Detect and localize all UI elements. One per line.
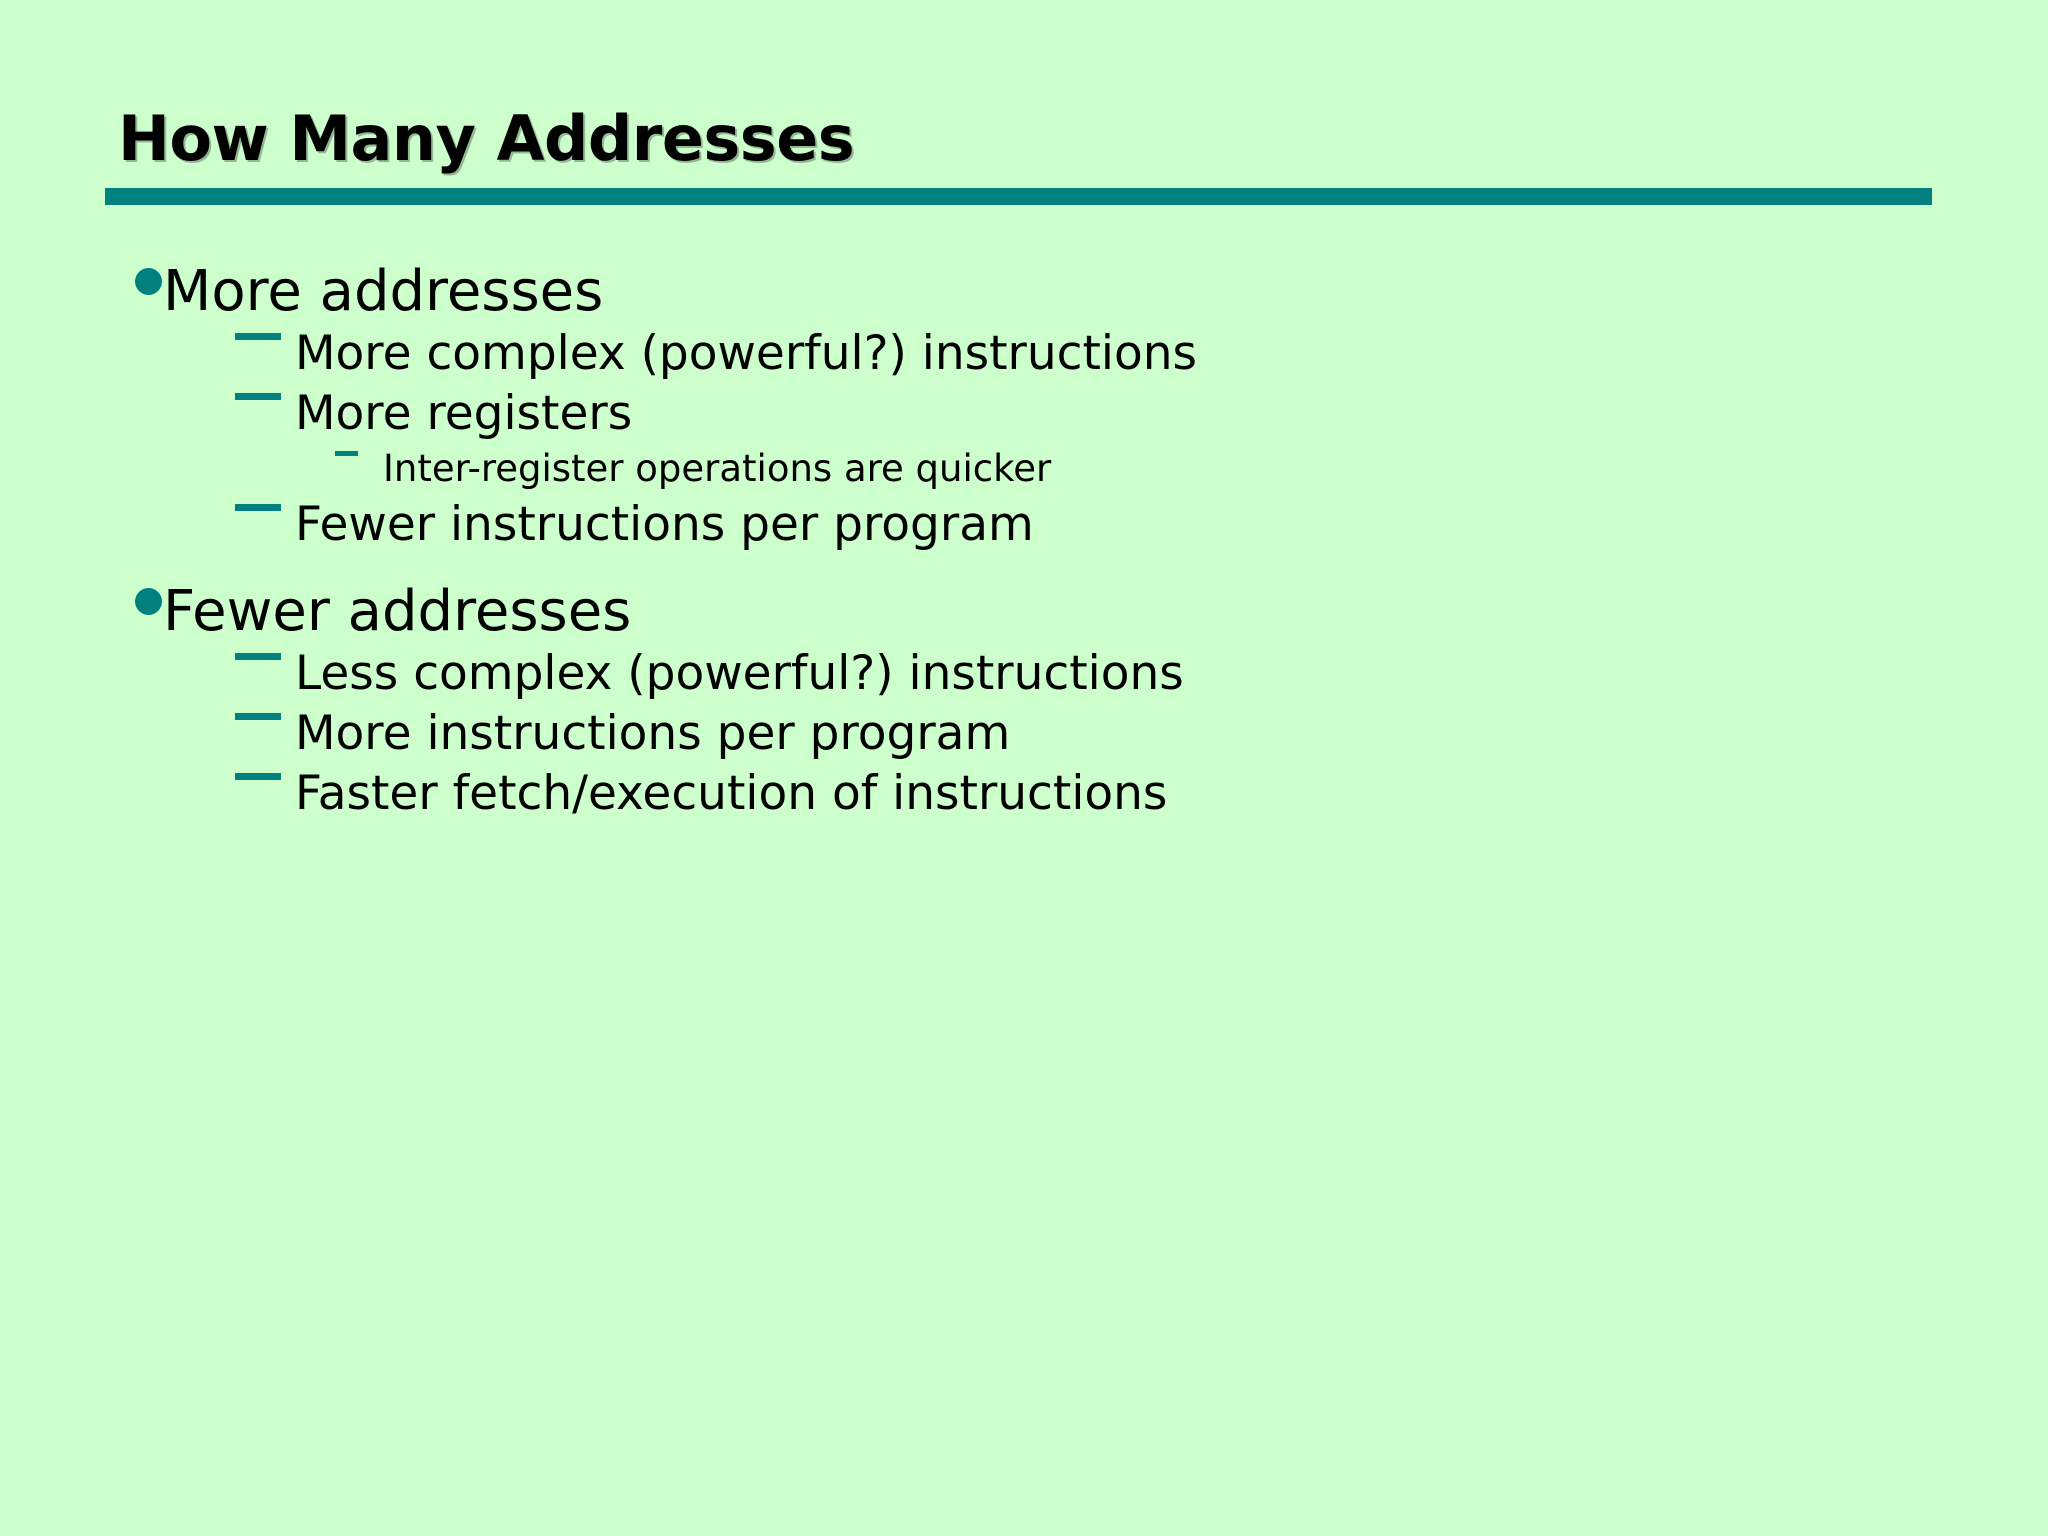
- title-underline-rule: [105, 188, 1932, 205]
- list-item-label: Fewer addresses: [163, 579, 632, 645]
- list-item[interactable]: More instructions per program: [235, 709, 1985, 759]
- em-dash-icon: [235, 389, 295, 401]
- list-item[interactable]: Fewer addresses: [105, 582, 1985, 641]
- list-item[interactable]: Less complex (powerful?) instructions: [235, 649, 1985, 699]
- list-item-label: Faster fetch/execution of instructions: [295, 766, 1168, 821]
- em-dash-icon: [235, 649, 295, 661]
- list-item-label: Inter-register operations are quicker: [383, 446, 1052, 490]
- title-block: How Many Addresses: [105, 108, 1935, 205]
- list-item-label: More complex (powerful?) instructions: [295, 326, 1198, 382]
- list-item[interactable]: More registers: [235, 389, 1985, 439]
- list-item-label: More registers: [295, 386, 633, 442]
- list-item-label: Fewer instructions per program: [295, 497, 1034, 553]
- list-item[interactable]: Fewer instructions per program: [235, 500, 1985, 550]
- page-title: How Many Addresses: [118, 102, 855, 175]
- list-item[interactable]: Faster fetch/execution of instructions: [235, 769, 1985, 819]
- list-item[interactable]: More addresses: [105, 262, 1985, 321]
- list-item-label: Less complex (powerful?) instructions: [295, 646, 1184, 702]
- em-dash-icon: [235, 329, 295, 341]
- list-item[interactable]: Inter-register operations are quicker: [335, 449, 1985, 488]
- list-item[interactable]: More complex (powerful?) instructions: [235, 329, 1985, 379]
- bullet-circle-icon: [105, 262, 163, 295]
- em-dash-icon: [235, 769, 295, 780]
- list-item-label: More addresses: [163, 259, 604, 324]
- outline-list: More addresses More complex (powerful?) …: [105, 262, 1985, 829]
- list-item-label: More instructions per program: [295, 706, 1011, 762]
- em-dash-icon: [235, 500, 295, 512]
- en-dash-icon: [335, 449, 383, 456]
- em-dash-icon: [235, 709, 295, 721]
- bullet-circle-icon: [105, 582, 163, 616]
